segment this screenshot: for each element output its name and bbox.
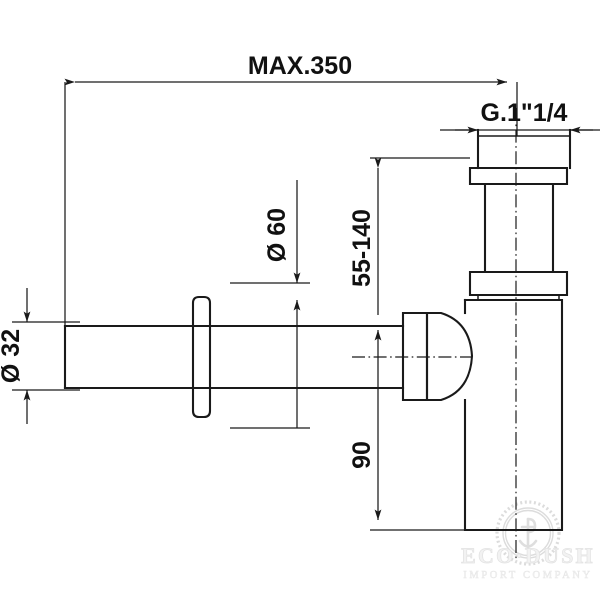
dimension-max-350: MAX.350 (64, 52, 518, 330)
diameter-60-label: Ø 60 (263, 208, 291, 262)
watermark-brand: ECO·DUSH (461, 543, 595, 568)
watermark-seal-icon (495, 500, 561, 566)
height-range-label: 55-140 (348, 209, 376, 287)
watermark-group: ECO·DUSH IMPORT COMPANY (461, 500, 595, 581)
dimension-diameter-60: Ø 60 (230, 180, 310, 429)
thread-label: G.1"1/4 (481, 99, 568, 127)
trap-dome (425, 311, 474, 402)
watermark-tagline: IMPORT COMPANY (463, 570, 592, 581)
lower-flange (468, 270, 569, 297)
upper-flange (468, 166, 569, 186)
dimension-height-range: 55-140 (348, 157, 470, 315)
lower-flange-seat (477, 294, 560, 301)
drop-height-label: 90 (348, 441, 376, 469)
diameter-32-label: Ø 32 (0, 329, 25, 383)
max-350-label: MAX.350 (248, 52, 352, 80)
product-geometry (63, 108, 572, 560)
dimension-drop-height: 90 (348, 330, 470, 531)
inlet-collar (191, 295, 212, 419)
bottle-body (463, 298, 564, 532)
dimension-diameter-32: Ø 32 (0, 288, 80, 424)
dimension-thread: G.1"1/4 (440, 99, 600, 134)
